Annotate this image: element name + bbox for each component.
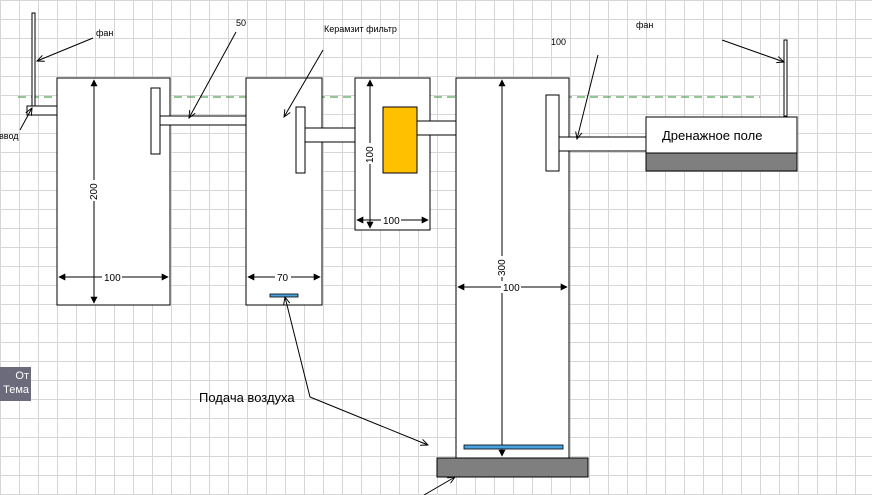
tank-2: [245, 77, 323, 306]
side-tab[interactable]: От Тема: [0, 367, 31, 401]
svg-text:100: 100: [383, 216, 400, 227]
pipe-tank1-tank2: [159, 115, 256, 126]
tank-1-height-dim-label: 200: [89, 180, 100, 201]
tank-4-height-dim-label: 300: [497, 256, 508, 277]
tank-4-base: [436, 457, 589, 478]
inlet-label: ввод: [0, 131, 19, 141]
side-tab-line-2: Тема: [3, 384, 29, 396]
fan-right-arrow: [721, 39, 784, 62]
inlet-arrow: [19, 108, 32, 131]
tank-2-tee: [295, 106, 306, 174]
drain-field-box: [645, 116, 798, 154]
tank-1-width-dim-label: 100: [102, 271, 122, 284]
bottom-arrow: [423, 477, 455, 495]
pipe-100-label: 100: [551, 37, 566, 47]
pipe-filter-tank4: [416, 120, 463, 136]
svg-text:100: 100: [503, 283, 520, 294]
drain-field-label: Дренажное поле: [662, 128, 762, 143]
tank-2-aerator: [269, 293, 299, 298]
keramzit-filter-block: [382, 106, 418, 174]
tank-4-tee: [545, 94, 560, 172]
tank-1-tee: [150, 87, 161, 155]
vent-pipe-right: [783, 39, 788, 117]
pipe-50-arrow: [189, 31, 237, 118]
air-supply-arrow-bottom: [309, 396, 428, 445]
side-tab-line-1: От: [15, 370, 29, 382]
vent-pipe-left: [31, 12, 36, 112]
tank-2-width-dim-label: 70: [275, 271, 291, 284]
air-supply-label: Подача воздуха: [199, 390, 295, 405]
fan-left-arrow: [37, 37, 94, 61]
keramzit-label: Керамзит фильтр: [324, 24, 397, 34]
filter-width-dim-label: 100: [381, 214, 401, 227]
pipe-50-label: 50: [236, 18, 246, 28]
drain-field-base: [645, 152, 798, 172]
svg-text:200: 200: [89, 183, 100, 200]
fan-left-label: фан: [96, 28, 113, 38]
svg-text:100: 100: [104, 273, 121, 284]
pipe-tank4-drain: [558, 136, 655, 152]
filter-height-dim-label: 100: [365, 143, 376, 164]
keramzit-arrow: [284, 49, 324, 117]
svg-text:100: 100: [365, 146, 376, 163]
tank-4-width-dim-label: 100: [501, 281, 521, 294]
svg-text:300: 300: [497, 259, 508, 276]
tank-4-aerator: [463, 444, 564, 450]
pipe-tank2-filter: [304, 127, 361, 143]
fan-right-label: фан: [636, 20, 653, 30]
svg-text:70: 70: [277, 273, 289, 284]
air-supply-arrow-top: [285, 297, 311, 398]
pipe-100-arrow: [577, 54, 599, 139]
